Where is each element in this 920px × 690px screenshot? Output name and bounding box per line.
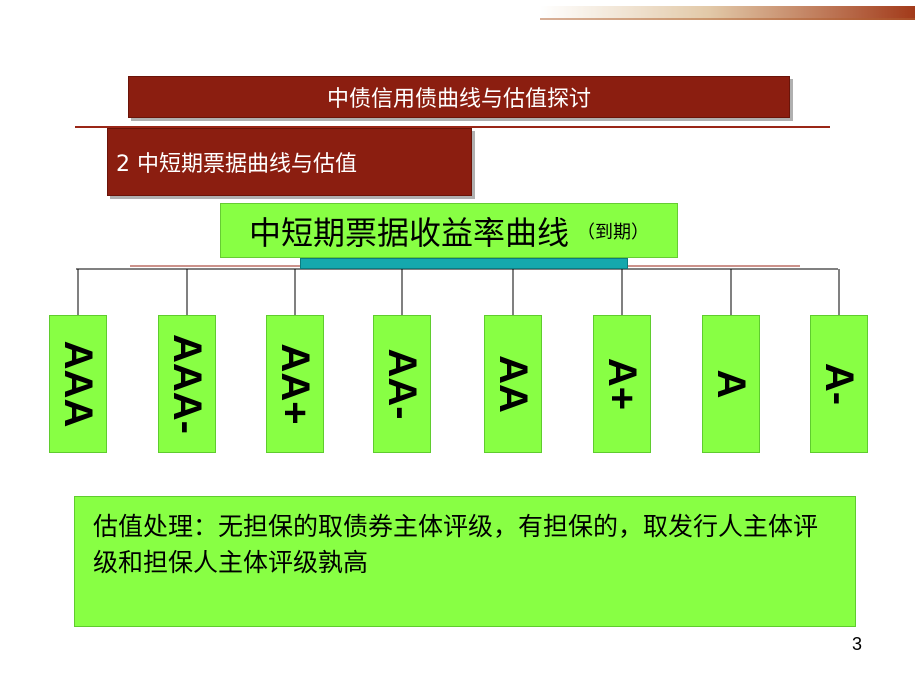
curve-title: 中短期票据收益率曲线 [249, 213, 570, 252]
rating-box-aa-plus: AA+ [266, 315, 324, 453]
rating-box-aaa-minus: AAA- [158, 315, 216, 453]
section-title: 2 中短期票据曲线与估值 [116, 152, 357, 177]
rating-label: AAA [56, 340, 100, 428]
valuation-text: 估值处理：无担保的取债券主体评级，有担保的，取发行人主体评级和担保人主体评级孰高 [93, 512, 819, 577]
rating-box-aa: AA [484, 315, 542, 453]
rating-label: A [709, 369, 753, 399]
rating-label: AA+ [273, 343, 317, 425]
rating-box-a-plus: A+ [593, 315, 651, 453]
tree-drop-lines [77, 269, 840, 315]
rating-box-aaa: AAA [49, 315, 107, 453]
rating-box-aa-minus: AA- [373, 315, 431, 453]
main-title-bar: 中债信用债曲线与估值探讨 [128, 76, 790, 118]
main-divider [75, 126, 830, 128]
top-decorative-stripe [540, 6, 915, 20]
valuation-note-box: 估值处理：无担保的取债券主体评级，有担保的，取发行人主体评级和担保人主体评级孰高 [74, 496, 856, 627]
rating-label: A+ [600, 357, 644, 411]
rating-label: AA- [380, 348, 424, 420]
rating-label: A- [817, 362, 861, 406]
page-number: 3 [851, 634, 862, 654]
curve-note: （到期） [577, 221, 650, 243]
section-title-box: 2 中短期票据曲线与估值 [107, 128, 472, 196]
main-title: 中债信用债曲线与估值探讨 [326, 87, 591, 112]
rating-box-a-minus: A- [810, 315, 868, 453]
curve-title-box: 中短期票据收益率曲线 （到期） [220, 203, 678, 258]
curve-connector-bar [300, 258, 628, 269]
rating-box-a: A [702, 315, 760, 453]
rating-label: AA [491, 355, 535, 413]
rating-label: AAA- [165, 334, 209, 434]
